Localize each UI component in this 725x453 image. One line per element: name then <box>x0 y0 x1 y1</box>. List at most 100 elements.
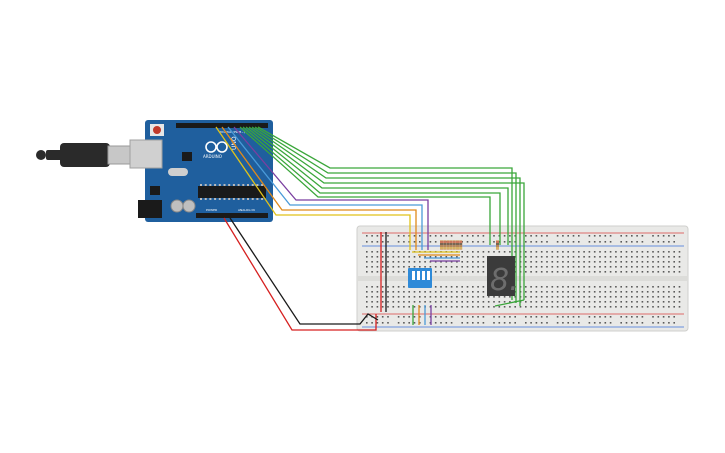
breadboard-hole[interactable] <box>477 261 479 263</box>
breadboard-hole[interactable] <box>593 256 596 258</box>
resistor[interactable] <box>456 240 459 250</box>
breadboard-hole[interactable] <box>631 322 633 324</box>
breadboard-hole[interactable] <box>562 296 564 298</box>
breadboard-hole[interactable] <box>397 286 400 288</box>
breadboard-hole[interactable] <box>578 241 580 243</box>
breadboard-hole[interactable] <box>556 271 559 273</box>
breadboard-hole[interactable] <box>472 235 474 237</box>
breadboard-hole[interactable] <box>604 296 607 298</box>
breadboard-hole[interactable] <box>556 291 559 293</box>
breadboard-hole[interactable] <box>588 256 591 258</box>
breadboard-hole[interactable] <box>403 241 405 243</box>
breadboard-hole[interactable] <box>450 271 453 273</box>
wire-green[interactable] <box>242 126 501 245</box>
breadboard-hole[interactable] <box>493 301 495 303</box>
breadboard-hole[interactable] <box>530 306 532 308</box>
breadboard-hole[interactable] <box>662 271 665 273</box>
breadboard-hole[interactable] <box>599 286 601 288</box>
breadboard-hole[interactable] <box>646 301 649 303</box>
breadboard-hole[interactable] <box>556 241 559 243</box>
wires[interactable] <box>215 126 525 331</box>
breadboard-hole[interactable] <box>408 316 410 318</box>
breadboard-hole[interactable] <box>419 266 421 268</box>
breadboard-hole[interactable] <box>567 322 569 324</box>
breadboard-hole[interactable] <box>583 261 585 263</box>
breadboard-hole[interactable] <box>429 291 432 293</box>
breadboard-hole[interactable] <box>641 235 644 237</box>
breadboard-hole[interactable] <box>678 306 681 308</box>
breadboard-hole[interactable] <box>403 296 405 298</box>
breadboard-hole[interactable] <box>604 301 607 303</box>
breadboard-hole[interactable] <box>408 261 410 263</box>
breadboard-hole[interactable] <box>668 291 670 293</box>
breadboard-hole[interactable] <box>482 306 485 308</box>
breadboard-hole[interactable] <box>535 322 538 324</box>
breadboard-hole[interactable] <box>514 241 516 243</box>
breadboard-hole[interactable] <box>397 266 400 268</box>
breadboard-hole[interactable] <box>551 286 554 288</box>
breadboard-hole[interactable] <box>540 306 543 308</box>
breadboard-hole[interactable] <box>546 291 548 293</box>
breadboard-hole[interactable] <box>604 291 607 293</box>
breadboard-hole[interactable] <box>641 251 644 253</box>
breadboard-hole[interactable] <box>641 301 644 303</box>
breadboard-hole[interactable] <box>419 301 421 303</box>
breadboard-hole[interactable] <box>413 291 416 293</box>
breadboard-hole[interactable] <box>562 316 564 318</box>
breadboard-hole[interactable] <box>646 266 649 268</box>
breadboard-hole[interactable] <box>678 296 681 298</box>
breadboard-hole[interactable] <box>477 306 479 308</box>
breadboard-hole[interactable] <box>535 251 538 253</box>
breadboard-hole[interactable] <box>482 241 485 243</box>
breadboard-hole[interactable] <box>631 301 633 303</box>
breadboard-hole[interactable] <box>604 266 607 268</box>
breadboard-hole[interactable] <box>609 271 612 273</box>
breadboard-hole[interactable] <box>514 256 516 258</box>
breadboard-hole[interactable] <box>662 296 665 298</box>
breadboard-hole[interactable] <box>514 296 516 298</box>
breadboard-hole[interactable] <box>657 322 660 324</box>
breadboard-hole[interactable] <box>562 266 564 268</box>
breadboard-hole[interactable] <box>376 291 379 293</box>
breadboard-hole[interactable] <box>652 235 654 237</box>
breadboard-hole[interactable] <box>657 286 660 288</box>
breadboard-hole[interactable] <box>477 235 479 237</box>
breadboard-hole[interactable] <box>498 316 501 318</box>
breadboard-hole[interactable] <box>408 296 410 298</box>
breadboard-hole[interactable] <box>562 251 564 253</box>
breadboard-hole[interactable] <box>641 241 644 243</box>
breadboard-hole[interactable] <box>434 296 437 298</box>
breadboard-hole[interactable] <box>620 296 622 298</box>
breadboard-hole[interactable] <box>371 251 373 253</box>
breadboard-hole[interactable] <box>588 286 591 288</box>
breadboard-hole[interactable] <box>599 301 601 303</box>
breadboard-hole[interactable] <box>419 316 421 318</box>
breadboard-hole[interactable] <box>593 271 596 273</box>
breadboard-hole[interactable] <box>657 316 660 318</box>
breadboard-hole[interactable] <box>668 316 670 318</box>
breadboard-hole[interactable] <box>387 296 389 298</box>
breadboard-hole[interactable] <box>408 291 410 293</box>
breadboard-hole[interactable] <box>631 241 633 243</box>
breadboard-hole[interactable] <box>673 251 675 253</box>
breadboard-hole[interactable] <box>678 261 681 263</box>
breadboard-hole[interactable] <box>403 256 405 258</box>
breadboard-hole[interactable] <box>371 271 373 273</box>
breadboard-hole[interactable] <box>397 271 400 273</box>
breadboard-hole[interactable] <box>546 235 548 237</box>
breadboard-hole[interactable] <box>636 271 638 273</box>
breadboard-hole[interactable] <box>567 301 569 303</box>
breadboard-hole[interactable] <box>493 316 495 318</box>
breadboard-hole[interactable] <box>583 301 585 303</box>
breadboard-hole[interactable] <box>472 241 474 243</box>
breadboard-hole[interactable] <box>376 296 379 298</box>
breadboard-hole[interactable] <box>615 291 617 293</box>
breadboard-hole[interactable] <box>440 286 442 288</box>
breadboard-hole[interactable] <box>609 241 612 243</box>
breadboard-hole[interactable] <box>662 322 665 324</box>
breadboard-hole[interactable] <box>503 316 506 318</box>
breadboard-hole[interactable] <box>392 271 395 273</box>
breadboard-hole[interactable] <box>678 301 681 303</box>
dip-switch-toggle[interactable] <box>412 271 415 280</box>
breadboard-hole[interactable] <box>503 296 506 298</box>
